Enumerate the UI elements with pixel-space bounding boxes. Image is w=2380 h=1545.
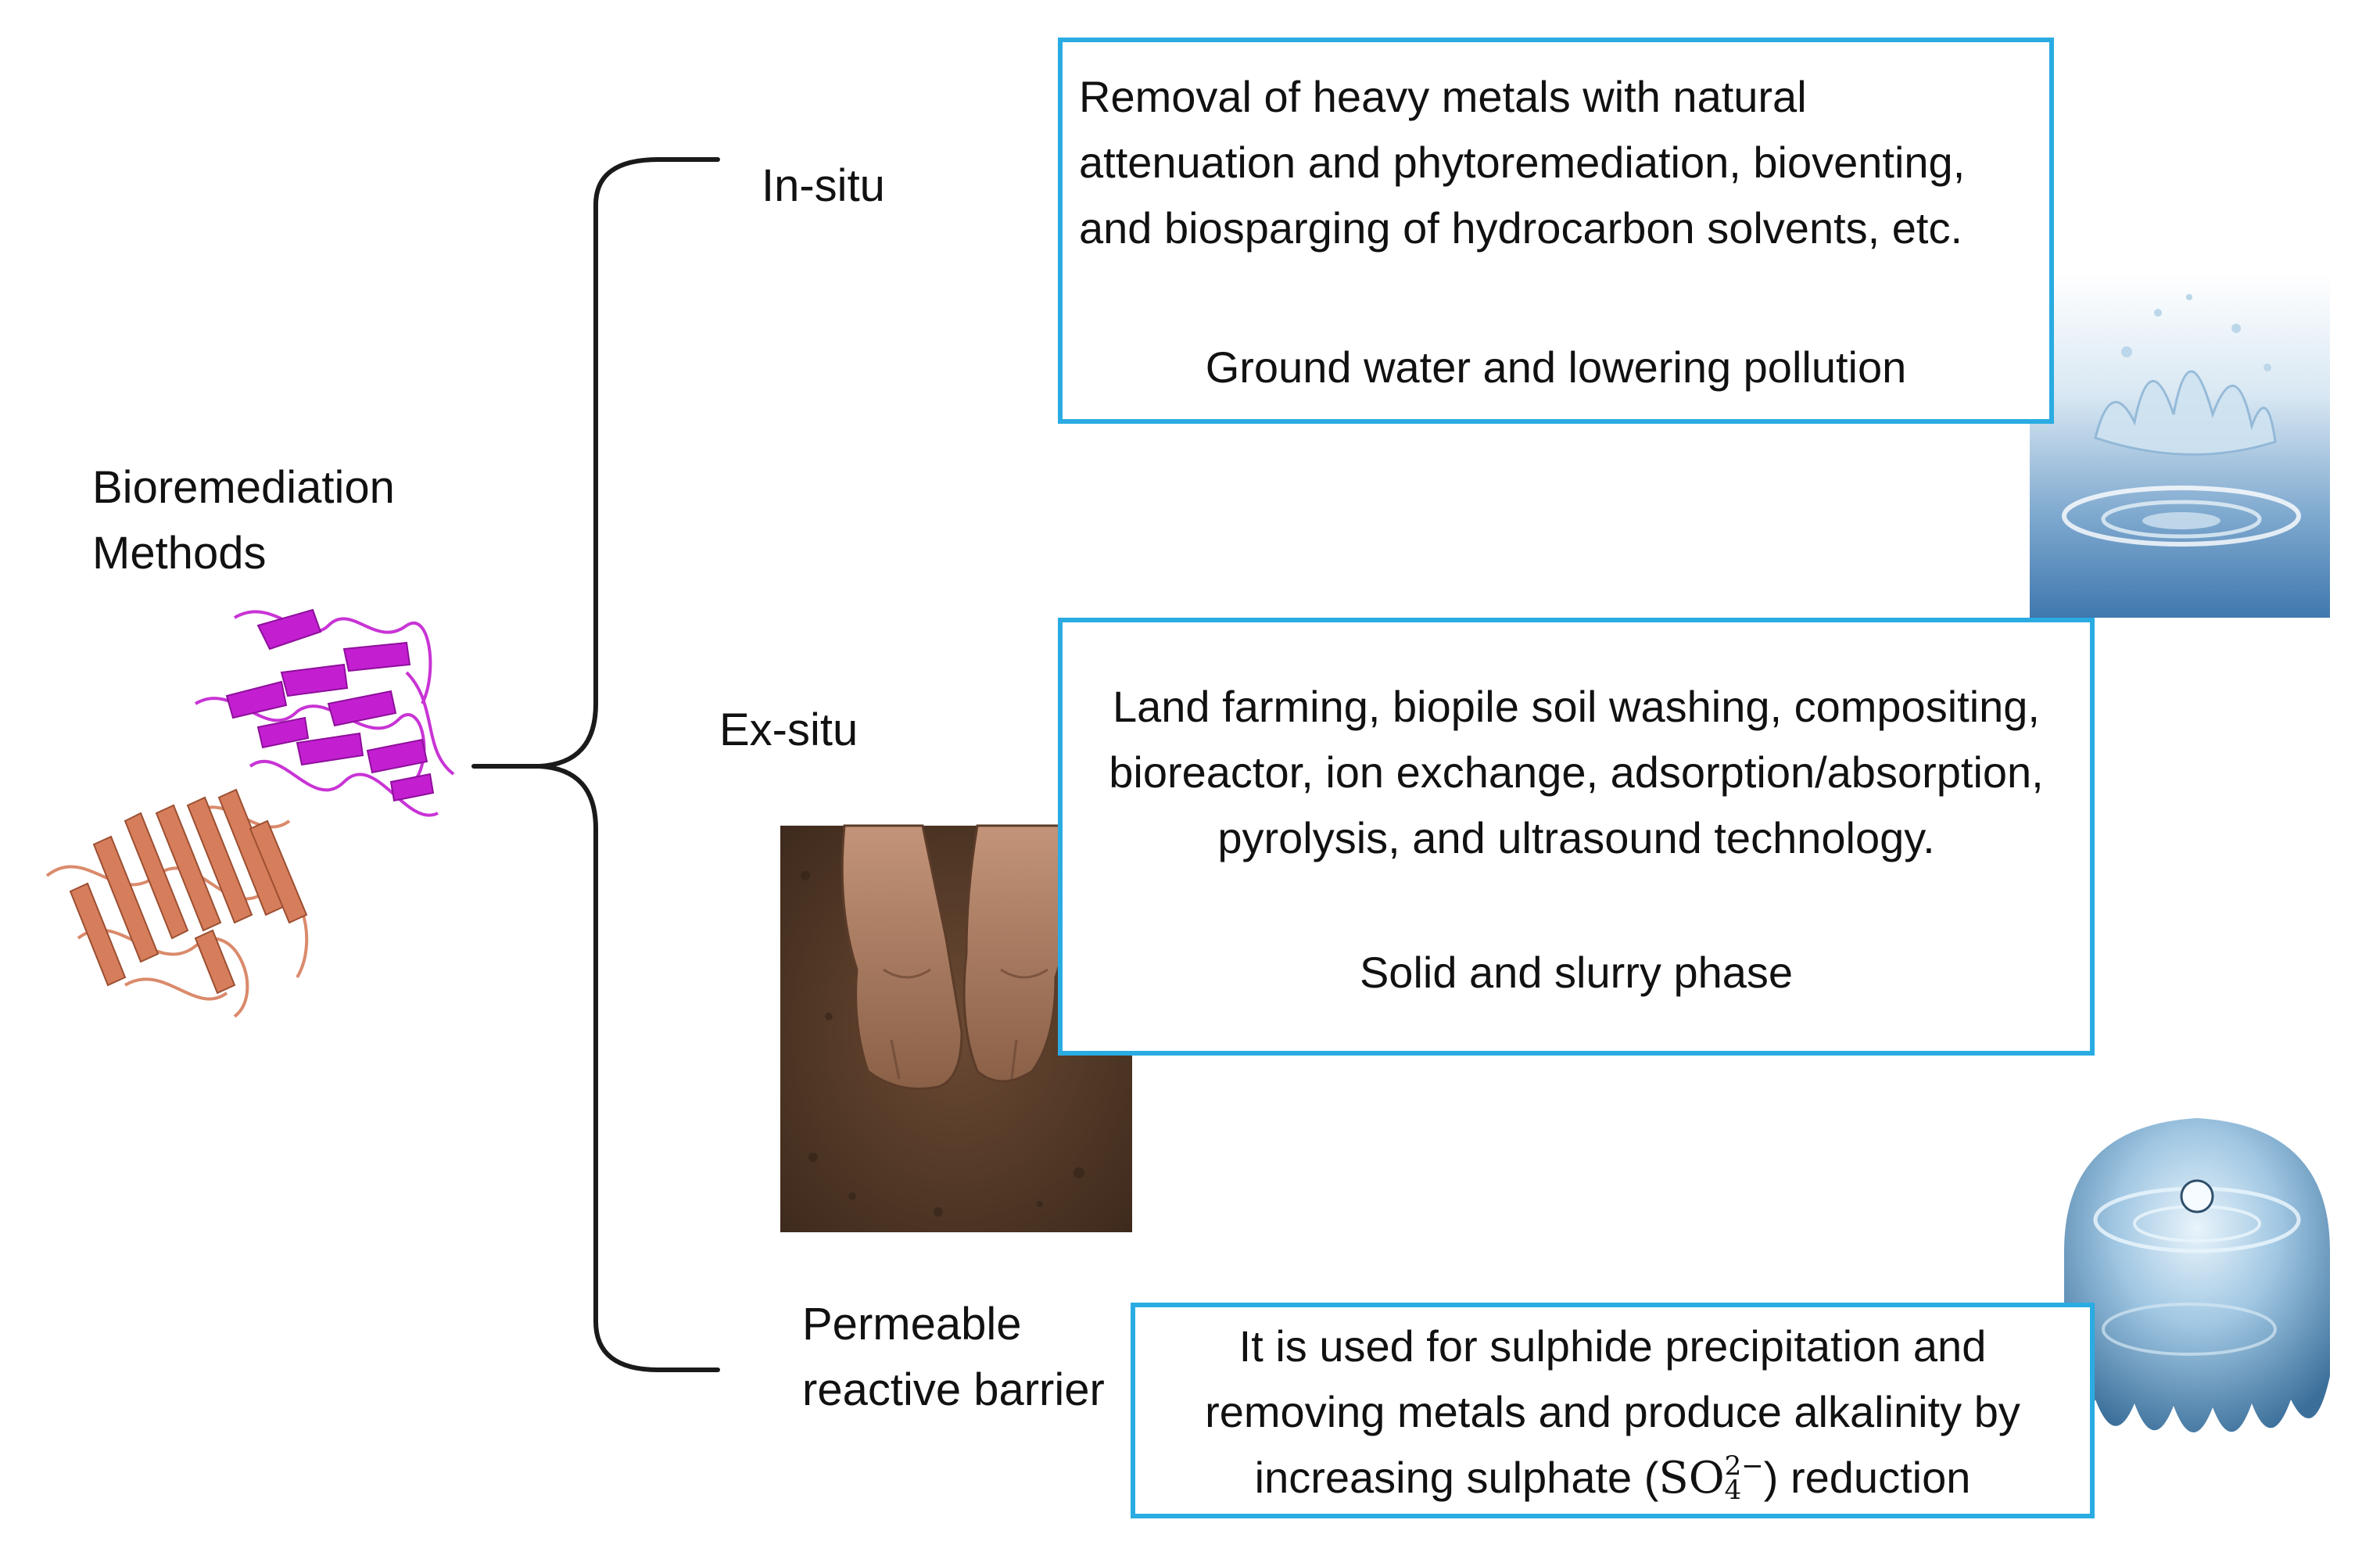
- branch-label-line: reactive barrier: [802, 1364, 1105, 1416]
- permeable-barrier-description-box: [1131, 1303, 2095, 1518]
- branch-label-line: Permeable: [802, 1299, 1022, 1350]
- ex-situ-description-box: [1058, 618, 2095, 1056]
- description-line: pyrolysis, and ultrasound technology.: [1217, 813, 1935, 862]
- root-label-line: Methods: [92, 528, 267, 579]
- branch-label-ex-situ: Ex-situ: [719, 704, 858, 755]
- root-label: Bioremediation Methods: [92, 455, 395, 586]
- description-line: attenuation and phytoremediation, bioven…: [1079, 138, 1966, 187]
- formula-subscript: 4: [1724, 1474, 1742, 1506]
- water-splash-image: [2030, 274, 2330, 618]
- ex-situ-note: Solid and slurry phase: [1359, 948, 1794, 997]
- in-situ-description: Removal of heavy metals with natural att…: [1079, 64, 1965, 261]
- description-prefix: increasing sulphate (: [1254, 1453, 1659, 1502]
- branch-label-in-situ: In-situ: [762, 160, 885, 211]
- water-droplet-image: [2064, 1118, 2330, 1433]
- description-line: removing metals and produce alkalinity b…: [1205, 1387, 2020, 1436]
- formula-indices: 2−4: [1724, 1450, 1764, 1506]
- in-situ-note: Ground water and lowering pollution: [1205, 342, 1907, 392]
- branch-label-permeable-reactive-barrier: Permeable reactive barrier: [802, 1292, 1105, 1423]
- description-line: and biosparging of hydrocarbon solvents,…: [1079, 203, 1963, 253]
- description-line: It is used for sulphide precipitation an…: [1238, 1321, 1987, 1371]
- permeable-barrier-description: It is used for sulphide precipitation an…: [1131, 1314, 2095, 1511]
- branch-bracket: [471, 157, 720, 1372]
- root-label-line: Bioremediation: [92, 462, 395, 513]
- formula-base: SO: [1658, 1453, 1725, 1504]
- in-situ-description-box: [1058, 38, 2054, 424]
- protein-structure-image: [45, 608, 455, 1018]
- ex-situ-description: Land farming, biopile soil washing, comp…: [1058, 674, 2095, 871]
- description-line: Land farming, biopile soil washing, comp…: [1113, 682, 2040, 731]
- description-line: bioreactor, ion exchange, adsorption/abs…: [1109, 747, 2044, 797]
- description-suffix: ) reduction: [1763, 1453, 1971, 1502]
- description-line: Removal of heavy metals with natural: [1079, 72, 1807, 121]
- formula-superscript: 2−: [1724, 1450, 1764, 1482]
